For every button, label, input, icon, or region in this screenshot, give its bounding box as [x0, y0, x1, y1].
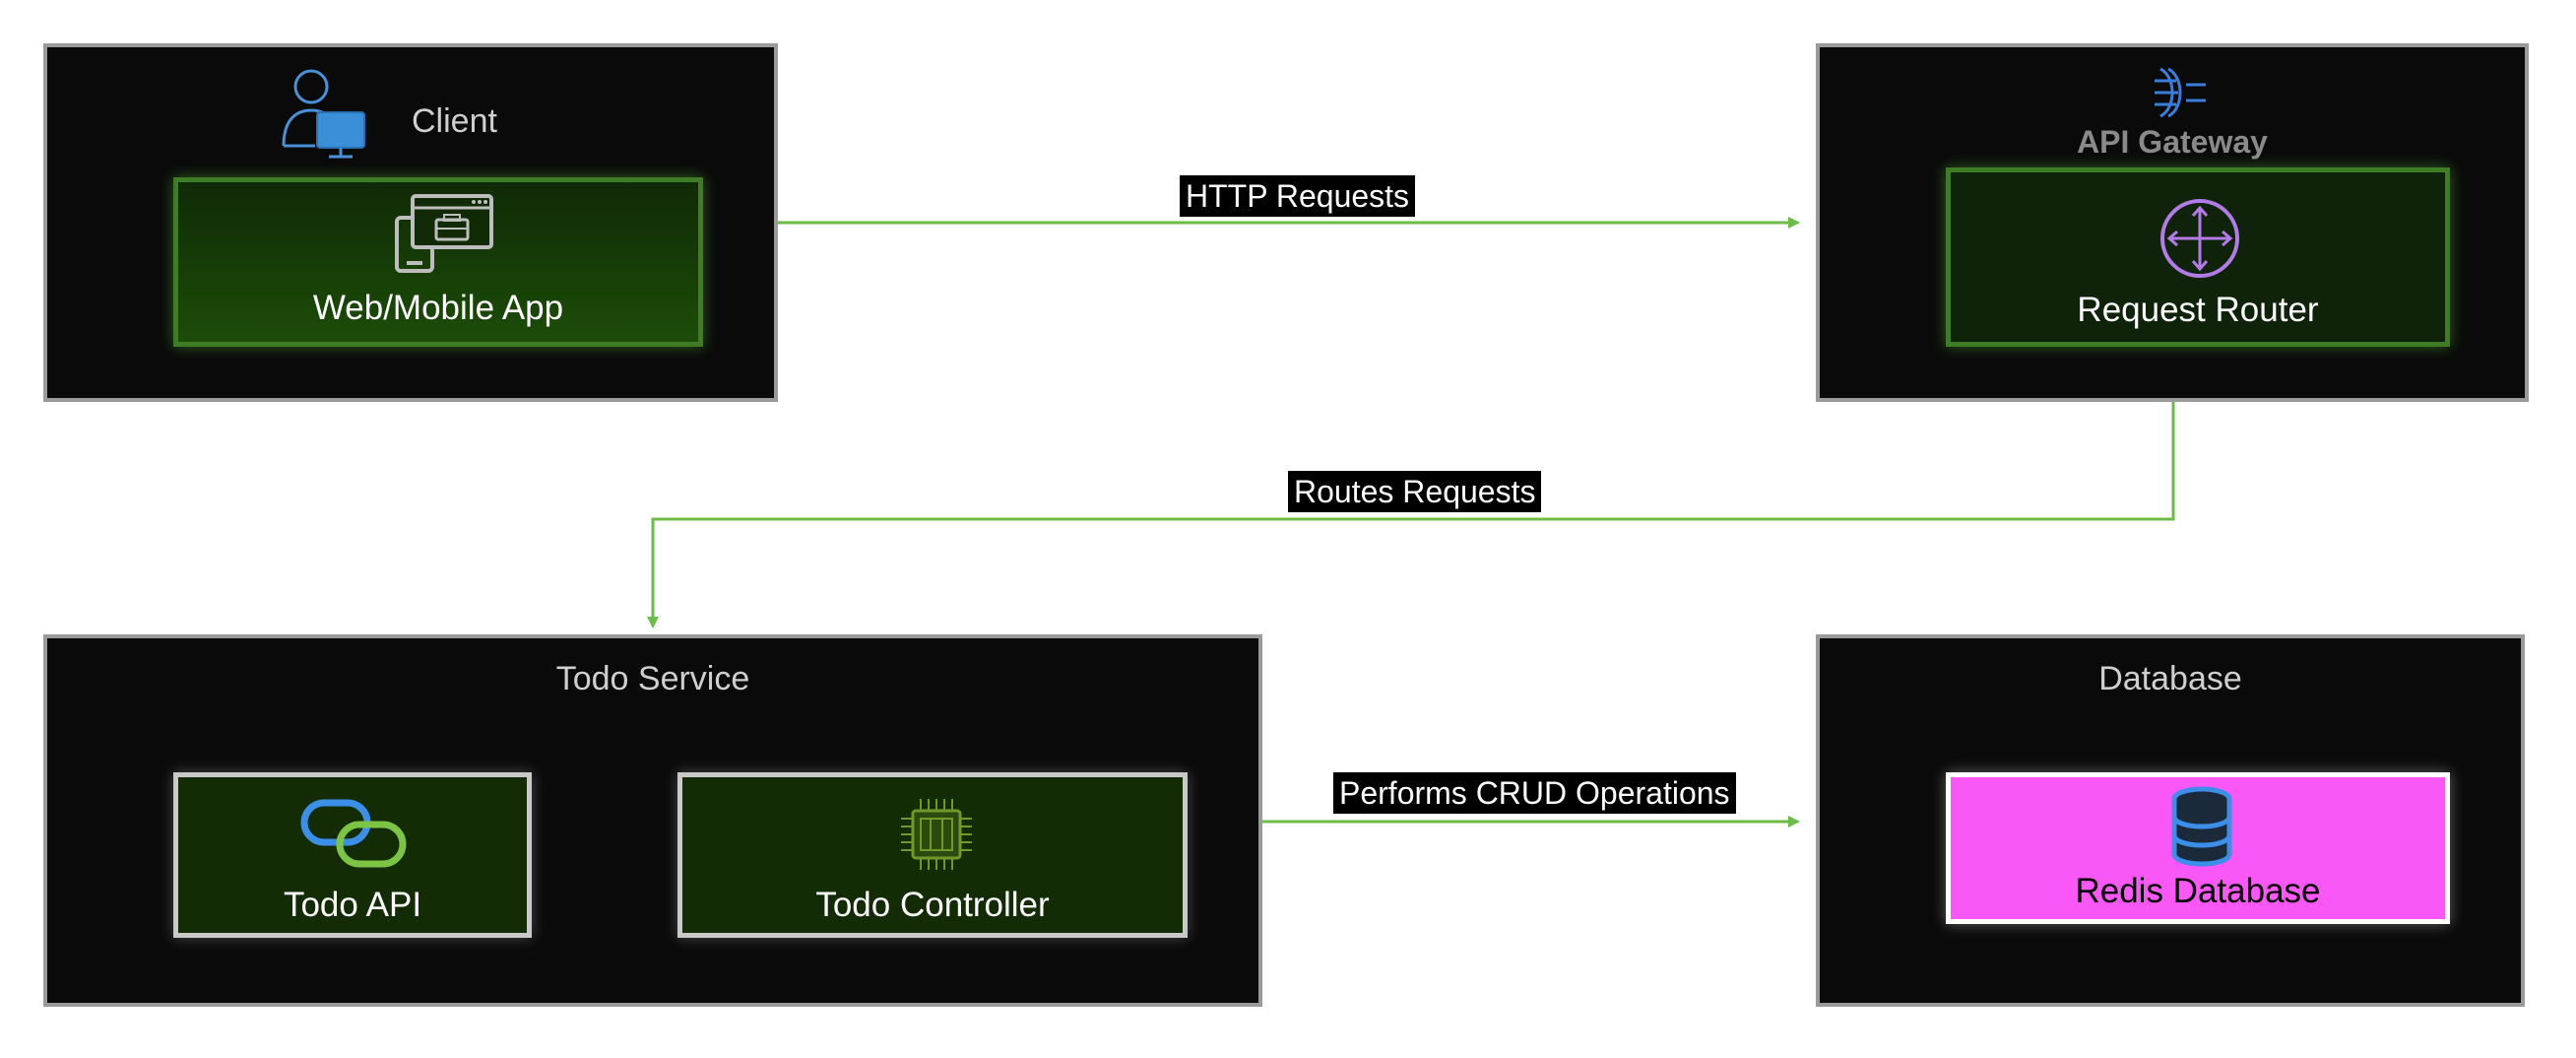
- devices-icon: [395, 194, 493, 273]
- client-group: Client Web/Mobile App: [43, 43, 778, 402]
- todo-controller-node[interactable]: Todo Controller: [677, 772, 1188, 938]
- todo-service-title: Todo Service: [555, 660, 750, 697]
- api-gateway-icon: [2155, 67, 2206, 118]
- user-computer-icon: [282, 69, 365, 159]
- redis-database-node[interactable]: Redis Database: [1946, 772, 2450, 924]
- chip-icon: [901, 799, 972, 870]
- redis-database-label: Redis Database: [2075, 872, 2321, 910]
- database-icon: [2171, 786, 2232, 867]
- api-gateway-group: API Gateway Request Router: [1816, 43, 2529, 402]
- database-title: Database: [2098, 660, 2242, 697]
- todo-service-group: Todo Service Todo API: [43, 634, 1262, 1007]
- todo-api-label: Todo API: [283, 886, 422, 924]
- http-requests-label: HTTP Requests: [1180, 175, 1416, 217]
- web-mobile-app-node[interactable]: Web/Mobile App: [173, 177, 703, 347]
- request-router-node[interactable]: Request Router: [1946, 167, 2450, 347]
- todo-api-node[interactable]: Todo API: [173, 772, 532, 938]
- todo-controller-label: Todo Controller: [815, 886, 1050, 924]
- crud-operations-label: Performs CRUD Operations: [1333, 772, 1736, 814]
- router-arrows-icon: [2160, 199, 2239, 278]
- request-router-label: Request Router: [2077, 291, 2319, 329]
- chain-link-icon: [300, 799, 407, 868]
- database-group: Database Redis Database: [1816, 634, 2525, 1007]
- api-gateway-title: API Gateway: [2077, 124, 2268, 160]
- routes-requests-label: Routes Requests: [1288, 471, 1542, 512]
- client-title: Client: [412, 102, 497, 140]
- edge-routes-requests: [647, 400, 2175, 628]
- web-mobile-app-label: Web/Mobile App: [312, 289, 564, 327]
